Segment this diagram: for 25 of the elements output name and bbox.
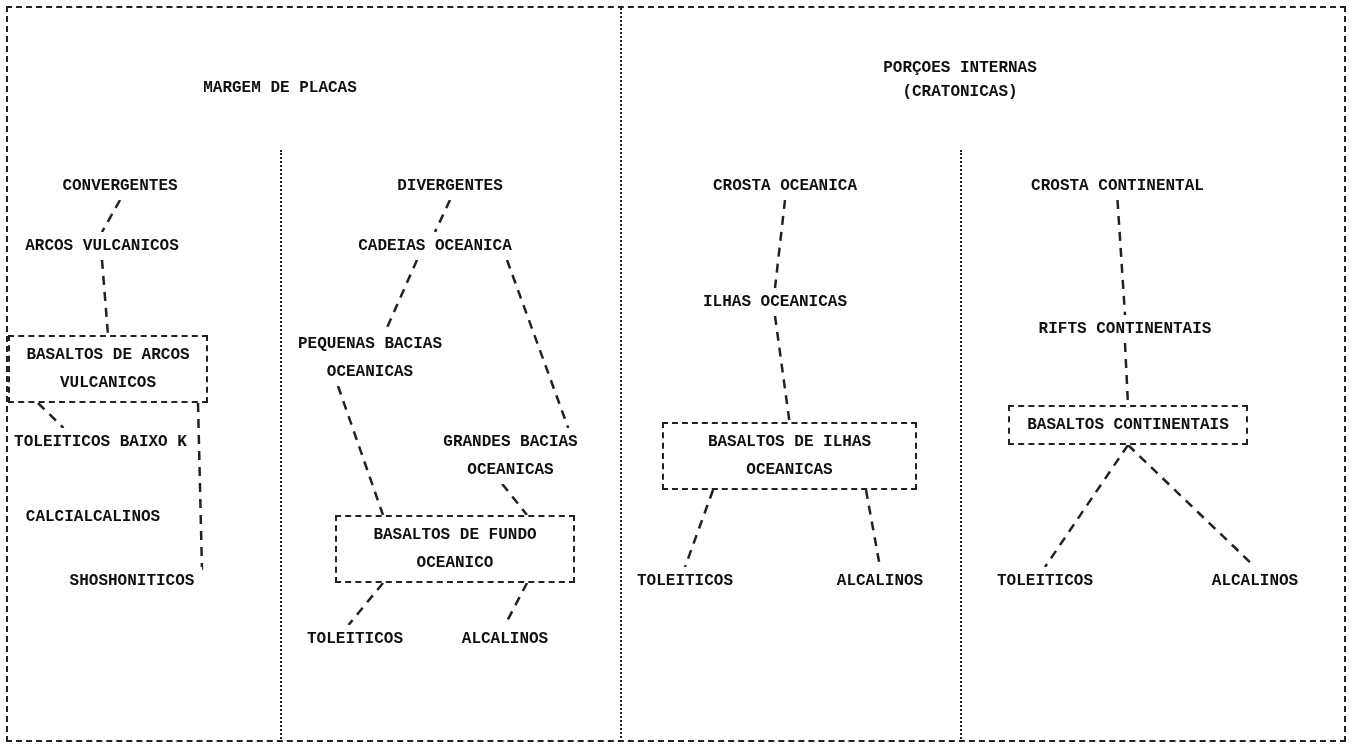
connector-line — [1043, 444, 1130, 568]
connector-line — [1116, 199, 1127, 316]
connector-line — [683, 489, 715, 568]
dashed-box — [335, 515, 575, 583]
connector-line — [347, 582, 384, 626]
connector-line — [37, 402, 65, 429]
section-heading: PORÇOES INTERNAS (CRATONICAS) — [882, 58, 1038, 103]
box-text: BASALTOS DE FUNDO OCEANICO — [373, 526, 537, 572]
connector-line — [100, 199, 122, 233]
connector-line — [100, 259, 110, 336]
box-text: BASALTOS CONTINENTAIS — [1027, 416, 1229, 434]
connector-line — [433, 199, 452, 233]
connector-line — [336, 385, 385, 516]
connector-line — [196, 402, 204, 570]
box-text: BASALTOS DE ILHAS OCEANICAS — [707, 433, 872, 479]
box-text: BASALTOS DE ARCOS VULCANICOS — [26, 346, 190, 392]
section-heading: MARGEM DE PLACAS — [202, 78, 358, 99]
dashed-box — [8, 335, 208, 403]
dashed-box — [1008, 405, 1248, 445]
category-text: CALCIALCALINOS — [24, 507, 162, 528]
connector-line — [773, 199, 787, 289]
connector-line — [505, 259, 570, 429]
dashed-box — [662, 422, 917, 490]
connector-line — [773, 315, 791, 423]
connector-line — [501, 483, 528, 516]
